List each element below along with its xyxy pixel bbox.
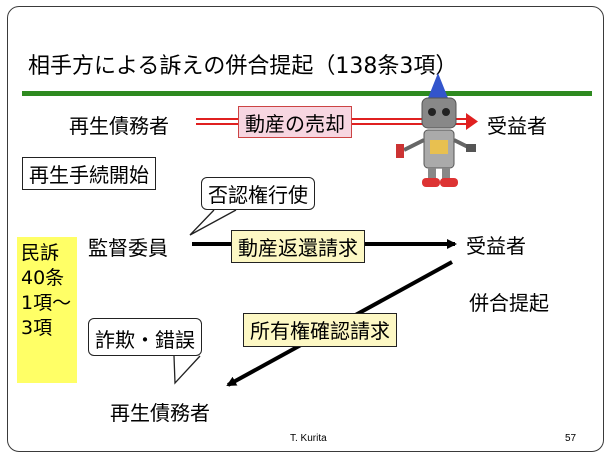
callout-top: 否認権行使	[201, 177, 315, 210]
callout-top-tail	[189, 209, 237, 236]
beneficiary: 受益者	[466, 234, 526, 258]
supervisor: 監督委員	[88, 236, 168, 260]
page-number: 57	[565, 433, 577, 444]
ownership-claim-label: 所有権確認請求	[243, 313, 397, 347]
footer-author: T. Kurita	[290, 433, 327, 444]
sale-label: 動産の売却	[238, 106, 352, 138]
bottom-debtor: 再生債務者	[110, 401, 210, 425]
robot-icon	[396, 73, 476, 187]
top-debtor: 再生債務者	[69, 114, 169, 138]
top-beneficiary: 受益者	[487, 114, 547, 138]
procedure-box: 再生手続開始	[22, 157, 156, 190]
side-note: 民訴40条1項〜3項	[17, 237, 77, 383]
joint-filing: 併合提起	[469, 291, 549, 315]
slide-title: 相手方による訴えの併合提起（138条3項）	[28, 54, 458, 79]
callout-bottom-tail	[173, 355, 201, 385]
title-rule	[22, 91, 592, 96]
sale-arrow-head	[466, 113, 478, 130]
slide	[7, 6, 604, 452]
callout-bottom: 詐欺・錯誤	[88, 318, 202, 356]
claim-label: 動産返還請求	[231, 230, 365, 263]
